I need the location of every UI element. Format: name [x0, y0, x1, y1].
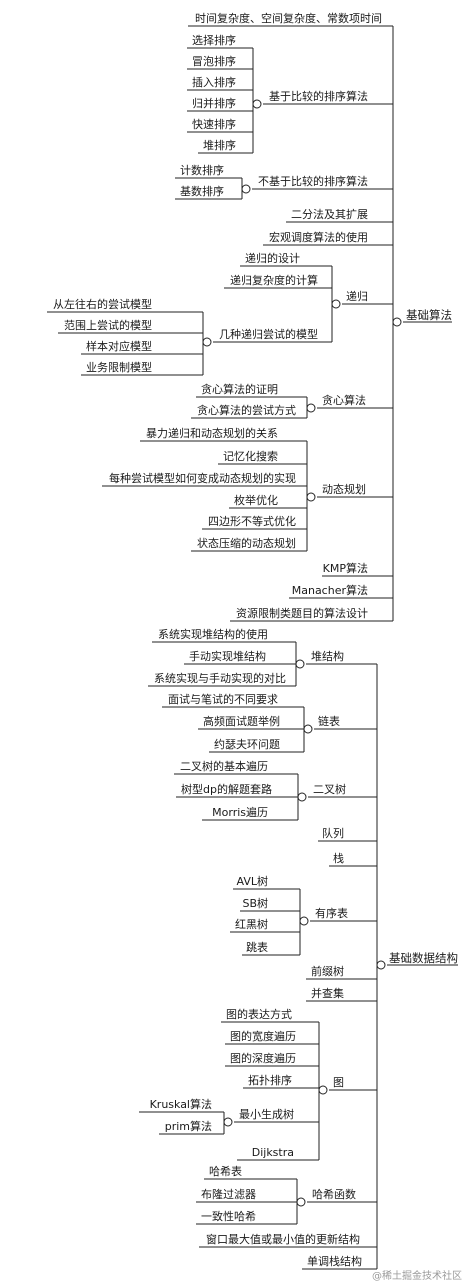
root-topic[interactable]: 基础算法 [406, 308, 452, 322]
topic-node[interactable]: 窗口最大值或最小值的更新结构 [206, 1233, 360, 1246]
topic-node[interactable]: 业务限制模型 [86, 361, 152, 374]
topic-node[interactable]: 图 [333, 1076, 344, 1089]
topic-node[interactable]: 基数排序 [180, 185, 224, 198]
topic-node[interactable]: 每种尝试模型如何变成动态规划的实现 [109, 472, 296, 485]
topic-node[interactable]: 暴力递归和动态规划的关系 [146, 427, 278, 440]
topic-node[interactable]: 系统实现与手动实现的对比 [154, 672, 286, 685]
expand-collapse-handle[interactable] [318, 1085, 328, 1095]
topic-node[interactable]: 归并排序 [192, 97, 236, 110]
topic-node[interactable]: 四边形不等式优化 [208, 515, 296, 528]
topic-node[interactable]: 哈希表 [209, 1165, 242, 1178]
topic-node[interactable]: 单调栈结构 [307, 1255, 362, 1268]
topic-node[interactable]: 链表 [318, 715, 340, 728]
topic-node[interactable]: 几种递归尝试的模型 [219, 328, 318, 341]
expand-collapse-handle[interactable] [306, 492, 316, 502]
topic-node[interactable]: 快速排序 [192, 118, 236, 131]
topic-node[interactable]: 记忆化搜索 [223, 450, 278, 463]
topic-node[interactable]: 红黑树 [235, 918, 268, 931]
topic-node[interactable]: Morris遍历 [212, 806, 268, 819]
topic-node[interactable]: 并查集 [311, 987, 344, 1000]
topic-node[interactable]: 面试与笔试的不同要求 [168, 693, 278, 706]
expand-collapse-handle[interactable] [252, 99, 262, 109]
topic-node[interactable]: 约瑟夫环问题 [214, 738, 280, 751]
topic-node[interactable]: 枚举优化 [234, 494, 278, 507]
topic-node[interactable]: 系统实现堆结构的使用 [158, 628, 268, 641]
topic-node[interactable]: KMP算法 [322, 562, 368, 575]
topic-node[interactable]: 队列 [322, 827, 344, 840]
topic-node[interactable]: SB树 [242, 897, 268, 910]
topic-node[interactable]: 冒泡排序 [192, 55, 236, 68]
topic-node[interactable]: 选择排序 [192, 34, 236, 47]
topic-node[interactable]: 高频面试题举例 [203, 715, 280, 728]
topic-node[interactable]: 最小生成树 [239, 1108, 294, 1121]
topic-node[interactable]: 插入排序 [192, 76, 236, 89]
topic-node[interactable]: 递归的设计 [245, 252, 300, 265]
topic-node[interactable]: Dijkstra [251, 1146, 294, 1159]
topic-node[interactable]: 一致性哈希 [201, 1210, 256, 1223]
expand-collapse-handle[interactable] [303, 724, 313, 734]
expand-collapse-handle[interactable] [331, 299, 341, 309]
topic-node[interactable]: 二叉树的基本遍历 [180, 760, 268, 773]
topic-node[interactable]: 栈 [333, 852, 344, 865]
topic-node[interactable]: 树型dp的解题套路 [181, 783, 272, 796]
topic-node[interactable]: 有序表 [315, 907, 348, 920]
topic-node[interactable]: 不基于比较的排序算法 [258, 175, 368, 188]
expand-collapse-handle[interactable] [376, 960, 386, 970]
topic-node[interactable]: 堆排序 [203, 139, 236, 152]
topic-node[interactable]: 状态压缩的动态规划 [197, 537, 296, 550]
topic-node[interactable]: 范围上尝试的模型 [64, 319, 152, 332]
topic-node[interactable]: 图的宽度遍历 [230, 1030, 296, 1043]
expand-collapse-handle[interactable] [295, 659, 305, 669]
expand-collapse-handle[interactable] [306, 403, 316, 413]
topic-node[interactable]: AVL树 [236, 875, 268, 888]
expand-collapse-handle[interactable] [299, 916, 309, 926]
topic-node[interactable]: Kruskal算法 [149, 1098, 212, 1111]
topic-node[interactable]: 前缀树 [311, 965, 344, 978]
topic-node[interactable]: 贪心算法的证明 [201, 383, 278, 396]
topic-node[interactable]: 基于比较的排序算法 [269, 90, 368, 103]
topic-node[interactable]: 动态规划 [322, 483, 366, 496]
topic-node[interactable]: 贪心算法 [322, 394, 366, 407]
topic-node[interactable]: 二分法及其扩展 [291, 208, 368, 221]
topic-node[interactable]: 计数排序 [180, 164, 224, 177]
topic-node[interactable]: 哈希函数 [312, 1188, 356, 1201]
topic-node[interactable]: 递归复杂度的计算 [230, 274, 318, 287]
topic-node[interactable]: 递归 [346, 290, 368, 303]
topic-node[interactable]: 布隆过滤器 [201, 1188, 256, 1201]
topic-node[interactable]: 跳表 [246, 941, 268, 954]
topic-node[interactable]: 宏观调度算法的使用 [269, 231, 368, 244]
expand-collapse-handle[interactable] [202, 337, 212, 347]
topic-node[interactable]: 拓扑排序 [248, 1074, 292, 1087]
expand-collapse-handle[interactable] [392, 317, 402, 327]
topic-node[interactable]: 二叉树 [313, 783, 346, 796]
watermark: @稀土掘金技术社区 [372, 1271, 462, 1282]
topic-node[interactable]: 堆结构 [311, 650, 344, 663]
expand-collapse-handle[interactable] [241, 184, 251, 194]
topic-node[interactable]: prim算法 [164, 1120, 212, 1133]
expand-collapse-handle[interactable] [223, 1117, 233, 1127]
topic-node[interactable]: 图的表达方式 [226, 1008, 292, 1021]
expand-collapse-handle[interactable] [296, 1197, 306, 1207]
expand-collapse-handle[interactable] [297, 792, 307, 802]
topic-node[interactable]: 从左往右的尝试模型 [53, 298, 152, 311]
topic-node[interactable]: 时间复杂度、空间复杂度、常数项时间 [195, 12, 382, 25]
topic-node[interactable]: 贪心算法的尝试方式 [197, 404, 296, 417]
topic-node[interactable]: Manacher算法 [291, 584, 368, 597]
topic-node[interactable]: 资源限制类题目的算法设计 [236, 607, 368, 620]
topic-node[interactable]: 样本对应模型 [86, 340, 152, 353]
topic-node[interactable]: 图的深度遍历 [230, 1052, 296, 1065]
topic-node[interactable]: 手动实现堆结构 [189, 650, 266, 663]
root-topic[interactable]: 基础数据结构 [389, 951, 458, 965]
